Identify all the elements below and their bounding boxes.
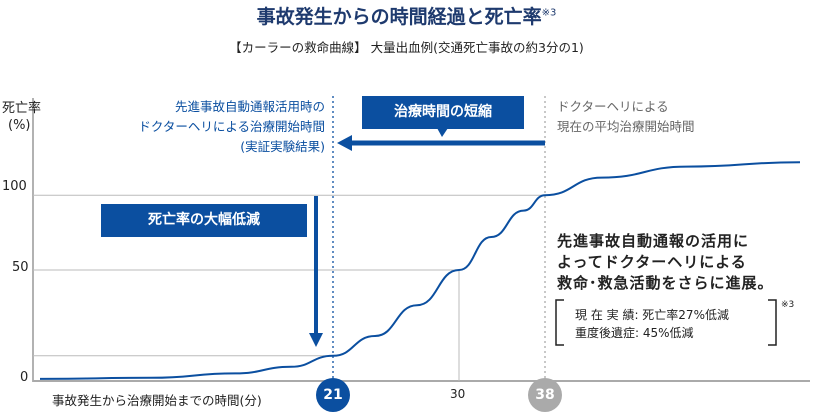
- chart-title: 事故発生からの時間経過と死亡率※3: [256, 6, 557, 28]
- y-tick-label: 50: [12, 260, 29, 275]
- result-text: 現 在 実 績: 死亡率27%低減重度後遺症: 45%低減: [575, 308, 729, 340]
- y-axis-label: 死亡率: [2, 101, 42, 116]
- bracket-left: [555, 299, 564, 346]
- time-shorten-badge: 治療時間の短縮: [362, 96, 524, 129]
- badge-pointer: [437, 128, 448, 137]
- reduce-arrow-head: [309, 333, 323, 347]
- chart-subtitle: 【カーラーの救命曲線】 大量出血例(交通死亡事故の約3分の1): [229, 40, 584, 55]
- mortality-curve: [39, 161, 801, 380]
- current-response-label: ドクターヘリによる現在の平均治療開始時間: [557, 99, 695, 134]
- result-note: ※3: [781, 300, 795, 310]
- y-tick-label: 0: [20, 370, 29, 385]
- mortality-reduce-badge: 死亡率の大幅低減: [101, 204, 307, 237]
- fast-response-label: 先進事故自動通報活用時のドクターヘリによる治療開始時間(実証実験結果): [138, 99, 325, 154]
- y-tick-label: 100: [2, 179, 27, 194]
- x-tick-label-21: 21: [316, 378, 350, 412]
- message-text: 先進事故自動通報の活用によってドクターヘリによる救命･救急活動をさらに進展。: [557, 232, 774, 292]
- x-tick-label-30: 30: [450, 387, 466, 401]
- x-tick-label-38: 38: [528, 378, 562, 412]
- shorten-arrow-head: [337, 135, 352, 151]
- x-axis-label: 事故発生から治療開始までの時間(分): [52, 393, 262, 408]
- y-axis-unit: (%): [8, 118, 31, 133]
- bracket-right: [768, 299, 777, 346]
